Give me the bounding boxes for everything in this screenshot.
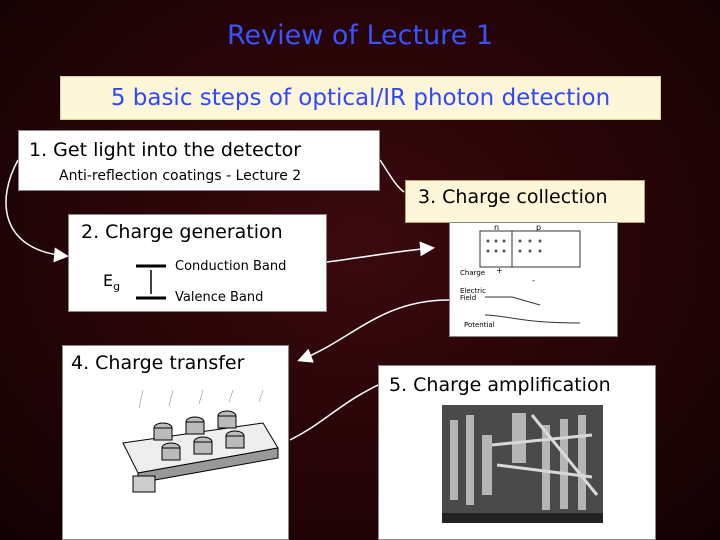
p-label: p [536, 223, 541, 232]
plus-label: + [496, 266, 503, 275]
arrow-step3-to-step4 [297, 299, 450, 363]
step4-box: 4. Charge transfer [62, 345, 289, 540]
step2-label: 2. Charge generation [81, 221, 283, 243]
step1-detail: Anti-reflection coatings - Lecture 2 [59, 168, 302, 184]
step2-box: 2. Charge generation Eg Conduction Band … [68, 214, 327, 312]
step3-label: 3. Charge collection [418, 186, 608, 208]
step3-box: 3. Charge collection [405, 180, 645, 223]
amplifier-sem-image [442, 405, 603, 523]
step1-box: 1. Get light into the detector Anti-refl… [18, 130, 380, 191]
minus-label: - [532, 276, 535, 285]
step5-label: 5. Charge amplification [389, 374, 611, 396]
valence-band-label: Valence Band [175, 290, 264, 305]
step1-label: 1. Get light into the detector [29, 139, 302, 161]
page-title: Review of Lecture 1 [226, 20, 494, 51]
arrow-step1-to-step2 [5, 159, 69, 263]
efield-label-2: Field [460, 294, 476, 302]
pn-junction-figure: n p Charge + - Electric Field Potential [460, 223, 581, 329]
subtitle-box: 5 basic steps of optical/IR photon detec… [60, 76, 661, 120]
conduction-band-label: Conduction Band [175, 259, 287, 274]
n-label: n [494, 223, 499, 232]
charge-label: Charge [460, 269, 485, 277]
bandgap-label: Eg [103, 271, 120, 293]
bandgap-subscript: g [113, 280, 121, 294]
arrow-step2-to-step3 [326, 241, 435, 263]
potential-label: Potential [464, 321, 495, 329]
ccd-bucket-illustration [113, 388, 283, 498]
charge-collection-diagram: n p Charge + - Electric Field Potential [449, 222, 618, 337]
band-diagram [136, 264, 166, 300]
efield-label-1: Electric [460, 287, 486, 295]
arrow-step1-to-step3 [379, 159, 405, 193]
step4-label: 4. Charge transfer [71, 352, 245, 374]
bandgap-symbol: E [103, 271, 114, 290]
